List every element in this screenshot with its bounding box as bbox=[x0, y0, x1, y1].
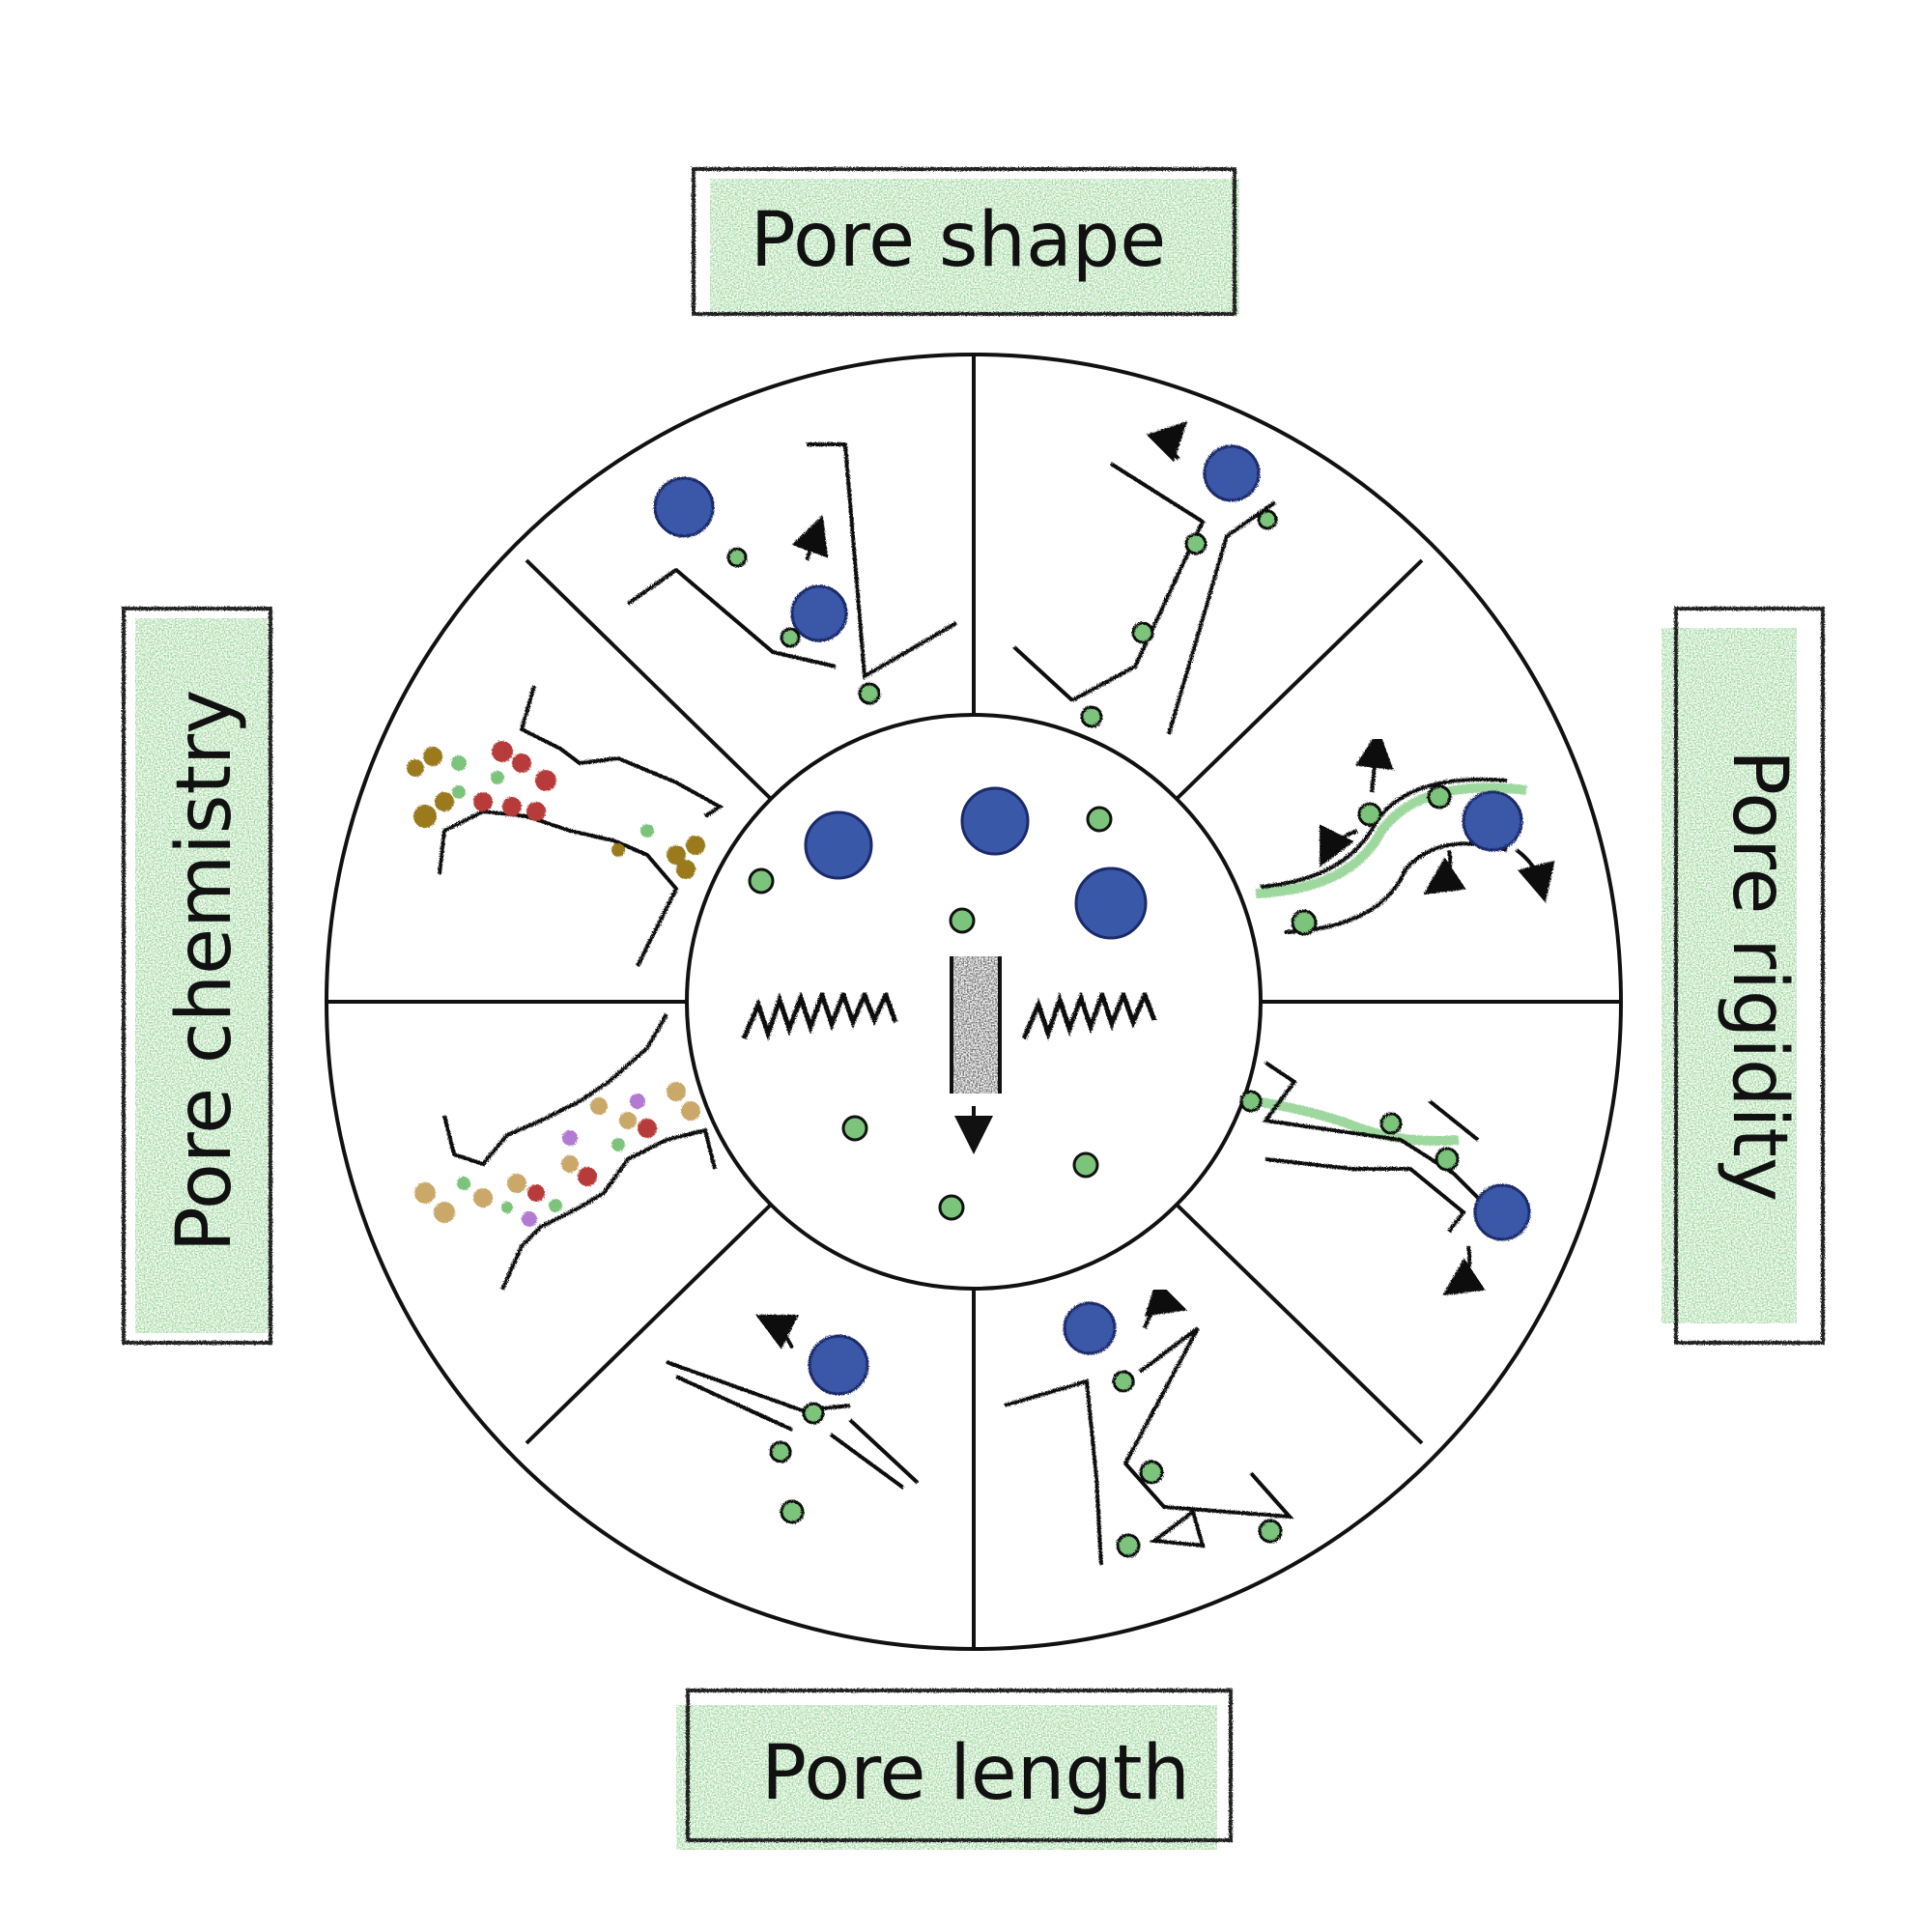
chem-green-particles-lower bbox=[457, 1138, 625, 1213]
label-box-top: Pore shape bbox=[692, 167, 1239, 316]
sector-dividers bbox=[327, 355, 1621, 1649]
chem-red-particles bbox=[473, 741, 556, 821]
sector-shape-straight bbox=[1012, 420, 1278, 735]
label-box-bottom: Pore length bbox=[676, 1689, 1233, 1850]
up-curl-arrow-icon bbox=[1143, 1279, 1187, 1329]
chem-tan-particles bbox=[414, 1082, 700, 1223]
chem-purple-particles bbox=[522, 1094, 645, 1227]
curl-arrow-left-icon bbox=[755, 1315, 799, 1350]
sector-rigidity-rigid bbox=[1239, 1061, 1531, 1296]
curl-arrow-icon bbox=[1146, 420, 1188, 463]
sector-shape-funnel bbox=[626, 442, 958, 705]
chem-olive-particles bbox=[407, 747, 705, 879]
central-membrane bbox=[715, 786, 1232, 1221]
label-box-left: Pore chemistry bbox=[122, 607, 272, 1345]
centre-small-particles bbox=[748, 806, 1113, 1221]
central-pore-channel bbox=[952, 956, 1000, 1094]
sector-chemistry-lower bbox=[414, 1013, 717, 1291]
chem-red-particles-lower bbox=[527, 1119, 657, 1202]
centre-large-particles bbox=[804, 786, 1148, 940]
wheel bbox=[325, 353, 1623, 1651]
flex-arrow-right-icon bbox=[1515, 848, 1555, 903]
pore-chemistry-label: Pore chemistry bbox=[161, 690, 248, 1253]
sector-length-long bbox=[1004, 1279, 1294, 1566]
pore-rigidity-label: Pore rigidity bbox=[1716, 750, 1803, 1202]
flex-arrow-up-icon bbox=[1354, 729, 1394, 793]
flex-arrow-left-icon bbox=[1320, 824, 1358, 867]
rigid-arrow-icon bbox=[1442, 1245, 1486, 1296]
label-box-right: Pore rigidity bbox=[1662, 607, 1825, 1345]
chem-green-particles bbox=[451, 755, 654, 838]
sector-rigidity-flexible bbox=[1255, 729, 1555, 936]
pore-shape-label: Pore shape bbox=[751, 197, 1167, 284]
triangle-icon bbox=[1149, 1508, 1206, 1548]
pore-length-label: Pore length bbox=[761, 1730, 1190, 1817]
flex-arrow-down-icon bbox=[1423, 849, 1466, 895]
sector-length-short bbox=[666, 1315, 920, 1524]
membrane-hatching bbox=[741, 987, 1157, 1041]
sector-chemistry-upper bbox=[407, 685, 724, 967]
up-arrow-icon bbox=[791, 515, 829, 561]
